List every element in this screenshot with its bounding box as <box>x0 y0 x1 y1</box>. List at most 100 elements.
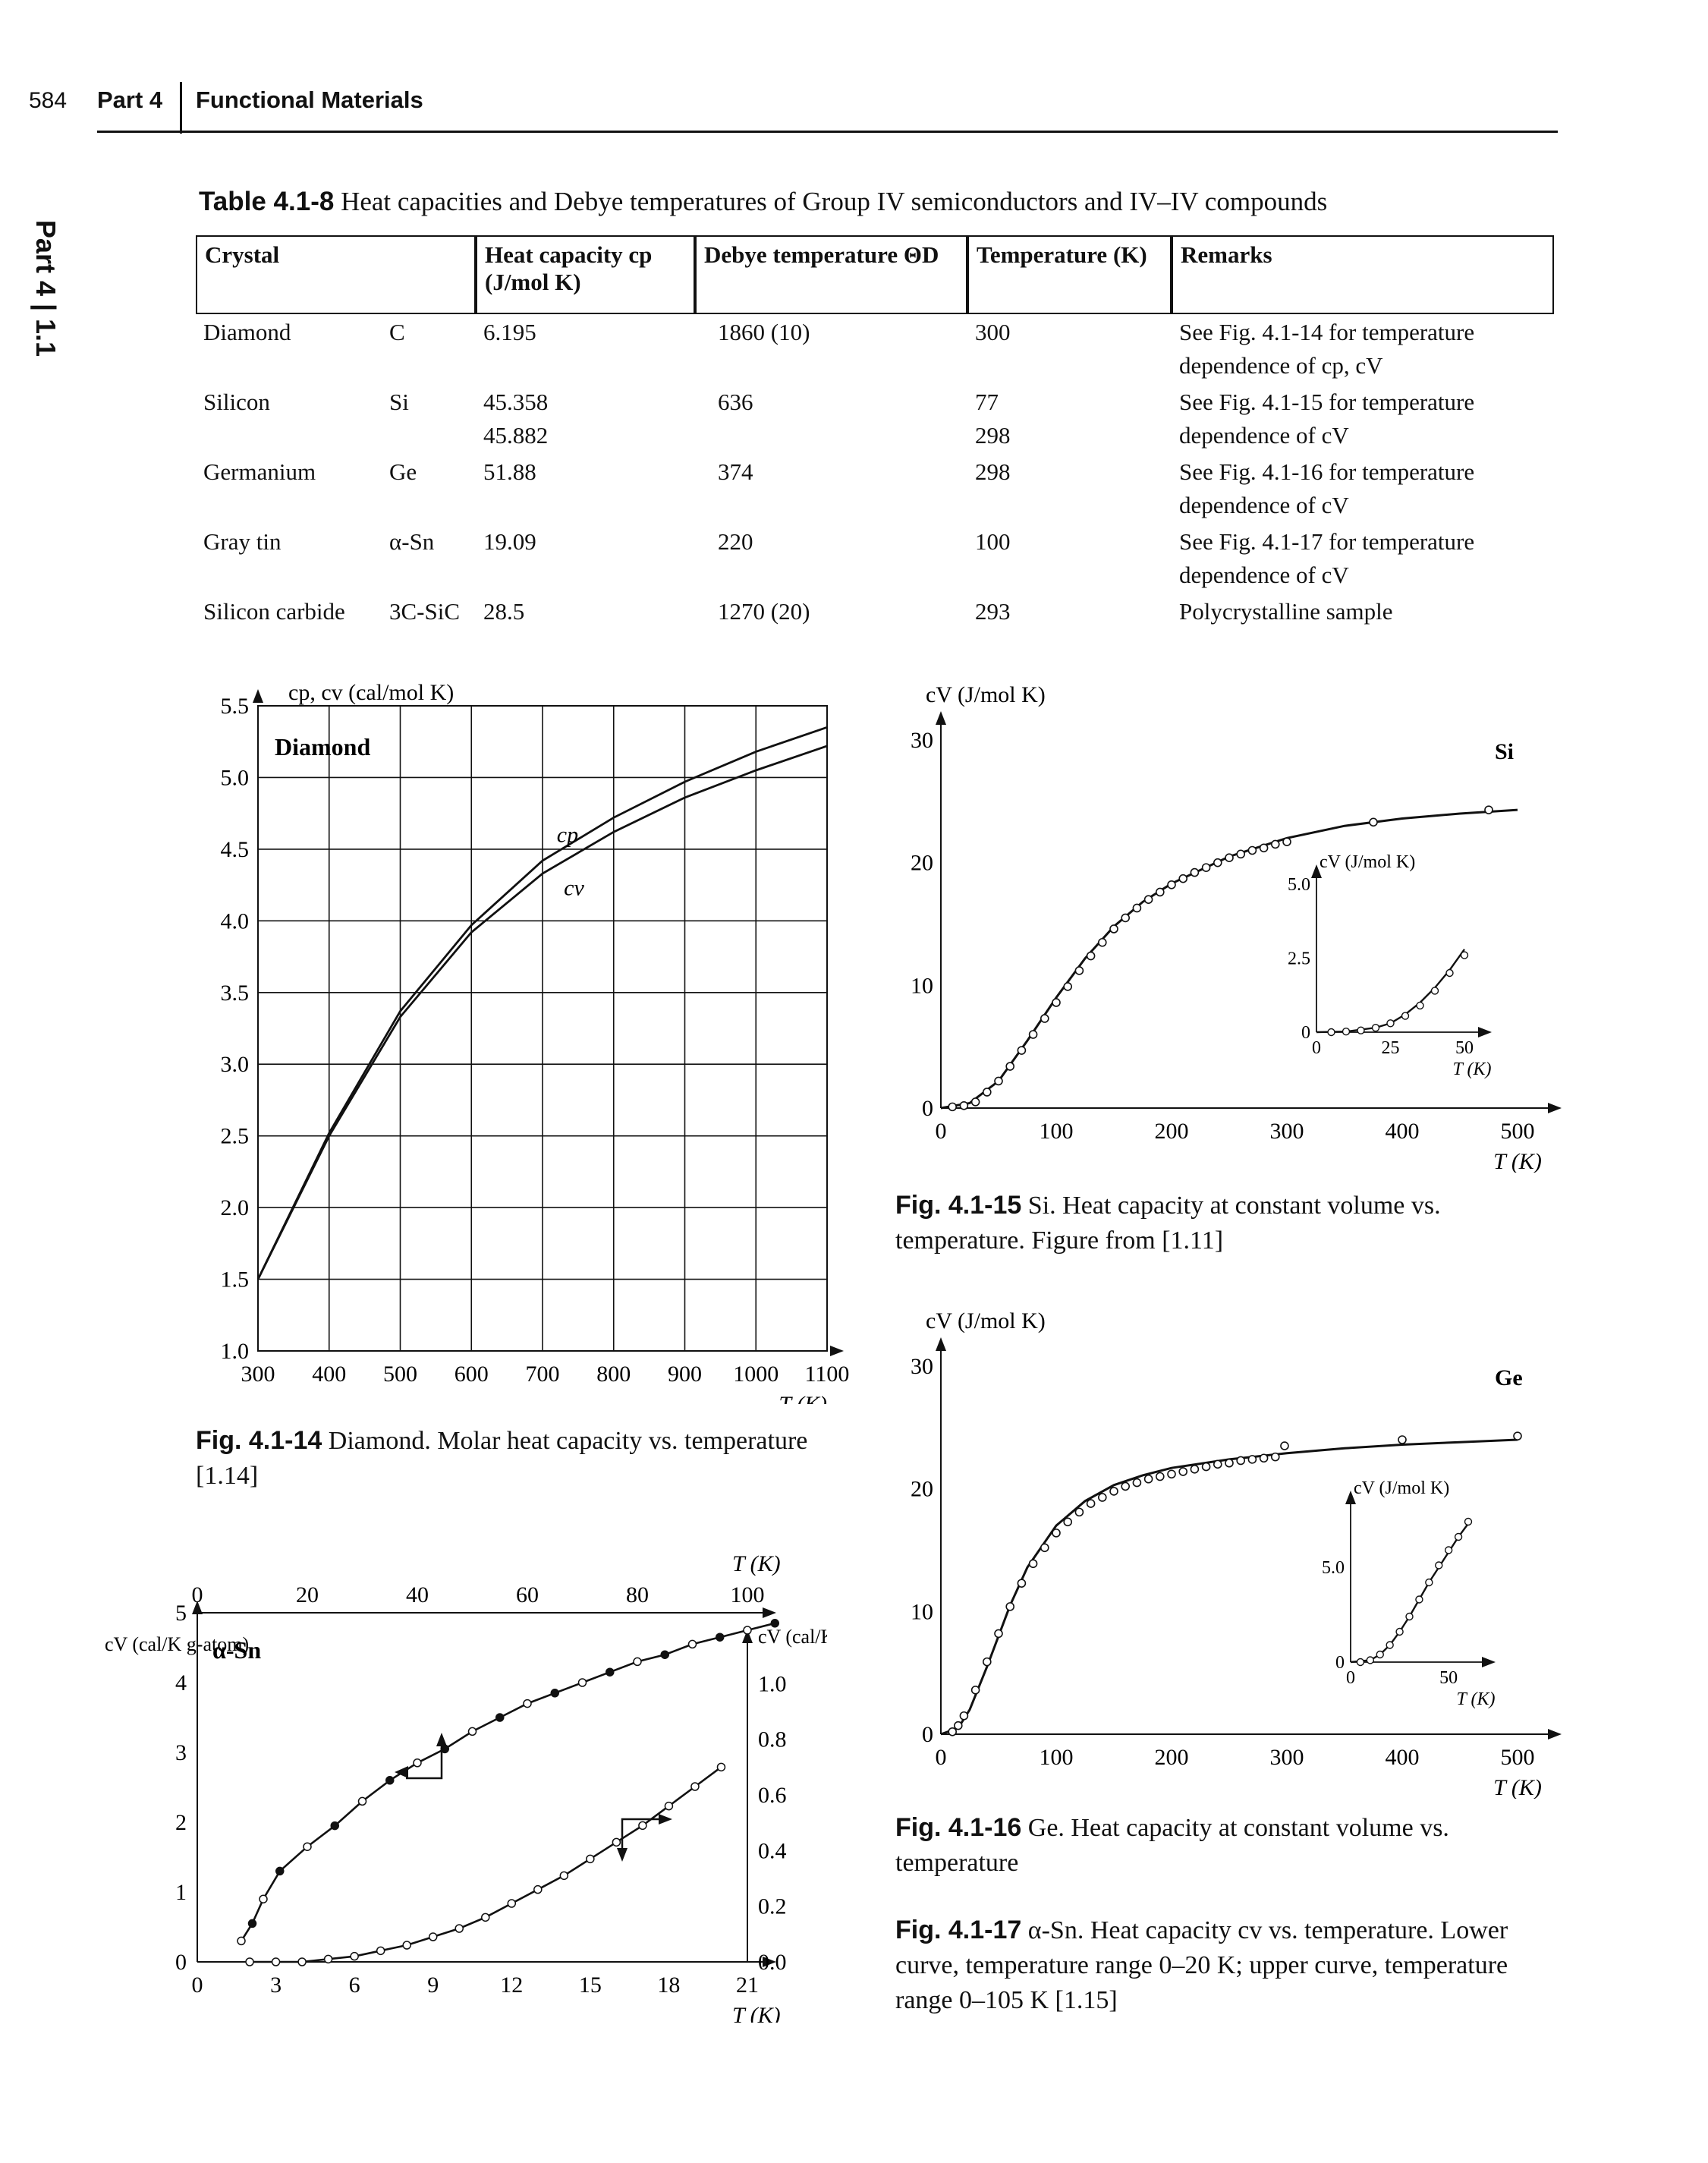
sn-upper-point <box>413 1758 422 1768</box>
si-data-point <box>1213 858 1222 867</box>
si-data-point <box>1155 887 1165 897</box>
ge-inset-y-tick: 5.0 <box>1322 1558 1345 1578</box>
si-y-arrow <box>936 711 946 725</box>
diamond-x-arrow <box>830 1346 844 1356</box>
sn-upper-point <box>577 1678 587 1687</box>
sn-bottom-tick: 15 <box>579 1973 602 1998</box>
cell-remarks: See Fig. 4.1-14 for temperature dependen… <box>1179 319 1475 379</box>
ge-data-point <box>1005 1602 1014 1611</box>
fig15-label: Fig. 4.1-15 <box>895 1191 1022 1220</box>
ge-curve <box>940 1438 1518 1736</box>
cell-remarks: See Fig. 4.1-15 for temperature dependen… <box>1179 389 1475 449</box>
si-data-point <box>1132 903 1142 913</box>
sn-right-tick: 0.8 <box>758 1727 787 1752</box>
ge-data-point <box>1155 1472 1165 1481</box>
si-inset-x-arrow <box>1478 1027 1492 1037</box>
sn-bottom-x-label: T (K) <box>732 2003 781 2023</box>
header-rule <box>97 131 1558 133</box>
si-data-point <box>1005 1062 1014 1071</box>
ge-data-point <box>1259 1453 1269 1463</box>
si-data-point <box>1017 1046 1027 1055</box>
table-caption: Table 4.1-8 Heat capacities and Debye te… <box>199 187 1327 217</box>
sn-right-y-label: cV (cal/K g-atom) <box>758 1626 827 1648</box>
si-data-point <box>1052 998 1061 1007</box>
si-inset-y-arrow <box>1311 864 1322 878</box>
ge-data-point <box>1190 1465 1200 1474</box>
diamond-series-label-cv: cv <box>564 875 584 900</box>
fig16-label: Fig. 4.1-16 <box>895 1813 1022 1842</box>
si-inset-data-point <box>1342 1028 1351 1036</box>
sn-lower-point <box>586 1854 595 1864</box>
sn-bottom-tick: 12 <box>500 1973 523 1998</box>
si-inset-data-point <box>1371 1023 1380 1032</box>
sn-bottom-tick: 9 <box>427 1973 439 1998</box>
cell-crystal-name: Diamond <box>203 319 291 345</box>
ge-data-point <box>983 1657 992 1667</box>
sn-right-tick: 0.0 <box>758 1950 787 1975</box>
ge-inset-x-label: T (K) <box>1457 1689 1496 1709</box>
cell-crystal-symbol: C <box>389 319 405 345</box>
sn-lower-point <box>481 1913 490 1922</box>
ge-data-point <box>1213 1459 1222 1469</box>
diamond-x-tick: 1000 <box>733 1362 779 1387</box>
fig17-text: α-Sn. Heat capacity cv vs. temperature. … <box>895 1916 1508 2014</box>
si-x-tick: 0 <box>936 1119 947 1144</box>
diamond-x-tick: 900 <box>668 1362 702 1387</box>
ge-data-point <box>1236 1456 1246 1466</box>
ge-data-point <box>1028 1559 1038 1569</box>
diamond-y-tick: 4.0 <box>221 908 250 934</box>
sn-lower-point <box>376 1946 385 1956</box>
diamond-series-label-cp: cp <box>557 822 578 847</box>
si-inset-x-label: T (K) <box>1453 1059 1492 1079</box>
si-inset-x-tick: 0 <box>1312 1038 1321 1058</box>
ge-y-tick: 30 <box>911 1354 933 1379</box>
side-tab: Part 4 | 1.1 <box>30 219 61 357</box>
ge-data-point <box>970 1685 980 1695</box>
si-x-tick: 500 <box>1501 1119 1535 1144</box>
diamond-line-cv <box>256 745 828 1280</box>
cell-crystal-name: Silicon <box>203 389 270 415</box>
diamond-y-tick: 1.5 <box>221 1267 250 1292</box>
col-header-temperature: Temperature (K) <box>967 235 1172 314</box>
sn-bottom-arrow <box>763 1957 776 1967</box>
ge-data-point <box>1109 1487 1118 1496</box>
ge-inset-data-point <box>1376 1650 1384 1659</box>
sn-top-arrow <box>763 1607 776 1618</box>
si-inset-data-point <box>1416 1001 1424 1010</box>
ge-inset-x-tick: 50 <box>1439 1668 1458 1688</box>
diamond-y-tick: 4.5 <box>221 837 250 862</box>
ge-title: Ge <box>1495 1365 1523 1390</box>
si-data-point <box>1236 849 1246 859</box>
si-y-tick: 10 <box>911 973 933 998</box>
si-inset-y-label: cV (J/mol K) <box>1320 852 1415 872</box>
ge-data-point <box>959 1711 969 1721</box>
si-data-point <box>1201 863 1211 872</box>
si-inset-x-tick: 25 <box>1382 1038 1400 1058</box>
sn-lower-indicator-arrowhead <box>659 1814 672 1825</box>
sn-upper-point <box>550 1689 559 1698</box>
sn-upper-point <box>237 1936 246 1946</box>
fig15-caption: Fig. 4.1-15 Si. Heat capacity at constan… <box>895 1188 1563 1258</box>
sn-upper-point <box>687 1639 697 1649</box>
sn-right-arrow <box>742 1629 753 1643</box>
ge-inset-y-label: cV (J/mol K) <box>1354 1478 1449 1498</box>
si-x-tick: 300 <box>1270 1119 1304 1144</box>
ge-inset-data-point <box>1425 1578 1433 1587</box>
ge-inset-x-arrow <box>1482 1657 1496 1667</box>
sn-top-tick: 60 <box>516 1582 539 1607</box>
sn-upper-point <box>716 1632 725 1642</box>
sn-lower-indicator-arrowhead-down <box>617 1848 628 1862</box>
sn-upper-point <box>303 1842 312 1851</box>
sn-upper-point <box>275 1866 285 1876</box>
col-header-remarks: Remarks <box>1172 235 1554 314</box>
page-number: 584 <box>29 88 68 113</box>
cell-heat-capacity: 6.195 <box>483 319 536 345</box>
sn-lower-point <box>690 1782 700 1791</box>
cell-heat-capacity: 19.09 <box>483 528 536 555</box>
